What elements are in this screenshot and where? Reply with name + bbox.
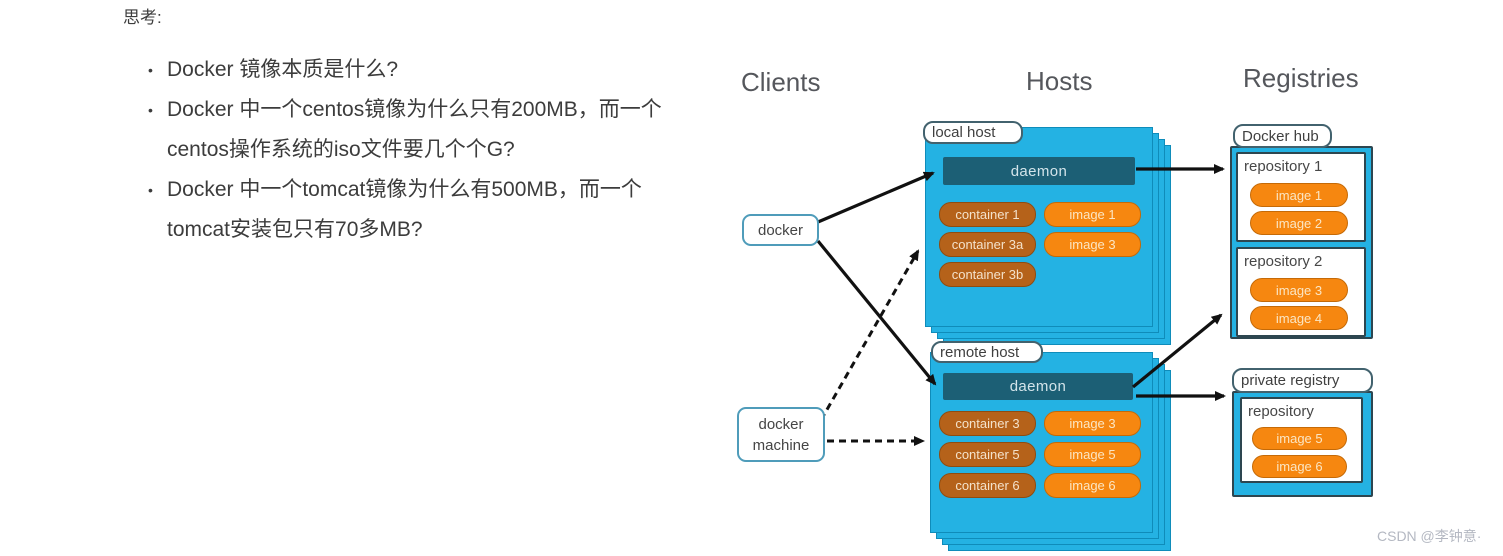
container-pill: container 3 [939,411,1036,436]
list-item-text: tomcat安装包只有70多MB? [167,218,423,241]
remote-daemon-bar: daemon [943,373,1133,400]
image-pill: image 6 [1252,455,1347,478]
arrow-docker-to-local-daemon [817,171,935,224]
image-pill: image 1 [1044,202,1141,227]
repository-name: repository [1248,403,1314,420]
bullet-icon: • [148,102,153,119]
column-header-clients: Clients [741,67,821,97]
container-pill: container 5 [939,442,1036,467]
private-registry-label: private registry [1232,368,1373,393]
repository-name: repository 1 [1244,158,1323,175]
list-item-wrap: tomcat安装包只有70多MB? [148,210,738,250]
watermark: CSDN @李钟意· [1377,528,1482,544]
notes-title: 思考: [123,8,162,27]
list-item: • Docker 中一个tomcat镜像为什么有500MB，而一个 [148,170,738,210]
image-pill: image 5 [1044,442,1141,467]
docker-machine-box: docker machine [737,407,825,462]
arrow-docker-to-remote-daemon [816,239,937,386]
list-item-wrap: centos操作系统的iso文件要几个个G? [148,130,738,170]
image-pill: image 6 [1044,473,1141,498]
column-header-registries: Registries [1243,63,1359,93]
bullet-icon: • [148,62,153,79]
image-pill: image 3 [1044,232,1141,257]
docker-client-box: docker [742,214,819,246]
container-pill: container 1 [939,202,1036,227]
image-pill: image 3 [1044,411,1141,436]
image-pill: image 2 [1250,211,1348,235]
list-item-text: centos操作系统的iso文件要几个个G? [167,138,515,161]
local-host-label: local host [923,121,1023,144]
bullet-icon: • [148,182,153,199]
local-daemon-bar: daemon [943,157,1135,185]
container-pill: container 3a [939,232,1036,257]
arrow-remote-daemon-to-repository2 [1131,313,1223,389]
list-item-text: Docker 中一个centos镜像为什么只有200MB，而一个 [167,98,662,121]
list-item: • Docker 中一个centos镜像为什么只有200MB，而一个 [148,90,738,130]
container-pill: container 6 [939,473,1036,498]
docker-hub-label: Docker hub [1233,124,1332,148]
repository-name: repository 2 [1244,253,1323,270]
container-pill: container 3b [939,262,1036,287]
image-pill: image 5 [1252,427,1347,450]
arrow-docker-machine-to-local-host-dashed [819,249,920,421]
remote-host-label: remote host [931,341,1043,363]
image-pill: image 1 [1250,183,1348,207]
image-pill: image 3 [1250,278,1348,302]
list-item-text: Docker 中一个tomcat镜像为什么有500MB，而一个 [167,178,642,201]
list-item-text: Docker 镜像本质是什么? [167,58,399,81]
notes-list: • Docker 镜像本质是什么? • Docker 中一个centos镜像为什么只… [148,50,738,250]
image-pill: image 4 [1250,306,1348,330]
list-item: • Docker 镜像本质是什么? [148,50,738,90]
column-header-hosts: Hosts [1026,66,1093,96]
